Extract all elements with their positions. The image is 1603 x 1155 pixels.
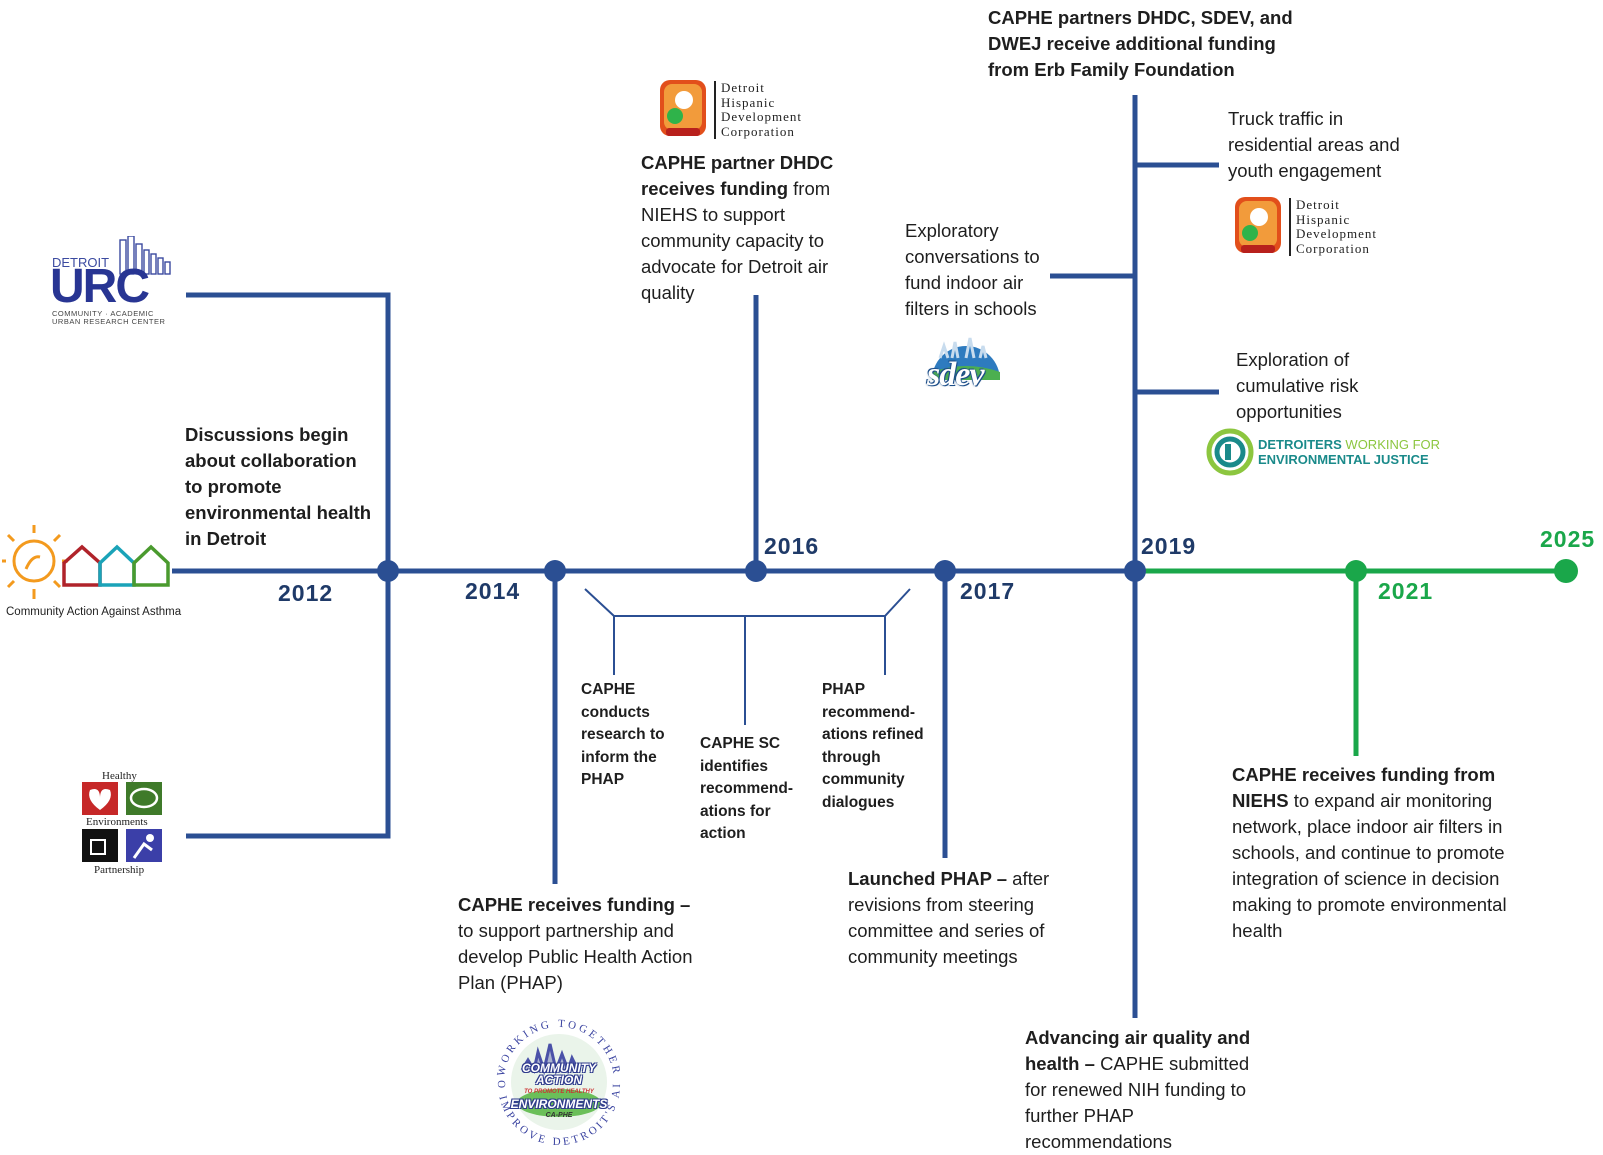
event-phap-refined: PHAP recommend-ations refined through co… [822,681,924,811]
skyline-icon [119,236,171,275]
year-2019: 2019 [1141,533,1197,559]
dot-2017 [934,560,956,582]
logo-sdev: sdev [922,328,1012,402]
event-cumulative: Exploration of cumulative risk opportuni… [1236,349,1359,422]
logo-detroit-urc: DETROIT URC COMMUNITY · ACADEMIC URBAN R… [50,236,176,328]
caphe-center-text: COMMUNITY ACTION TO PROMOTE HEALTHY ENVI… [510,1061,608,1119]
caaa-houses-icon [2,525,170,599]
dot-2016 [745,560,767,582]
logo-dwej: DETROITERS WORKING FOR ENVIRONMENTAL JUS… [1206,427,1440,483]
year-2017: 2017 [960,578,1016,604]
logo-hep: Healthy Environments Partnership [80,770,170,880]
event-caphe-funding: CAPHE receives funding – to support part… [458,894,693,993]
hep-icon [82,782,162,862]
event-research: CAPHE conducts research to inform the PH… [581,681,665,788]
year-2025: 2025 [1540,526,1596,552]
urc-top-label: DETROIT [52,255,110,270]
event-truck-traffic: Truck traffic in residential areas and y… [1228,108,1400,181]
event-dhdc-funding: CAPHE partner DHDC receives funding from… [641,152,834,303]
caphe-emblem-icon: WORKING TOGETHER TO IMPROVE DETROIT'S AI… [484,1008,620,1148]
dhdc-mask-icon [1235,197,1281,253]
dwej-d-icon [1206,428,1254,476]
event-discussions: Discussions begin about collaboration to… [185,424,372,549]
sdev-label: sdev [927,356,984,393]
event-launched-phap: Launched PHAP – after revisions from ste… [848,868,1050,967]
dot-2019 [1124,560,1146,582]
year-2016: 2016 [764,533,820,559]
event-sc-identifies: CAPHE SC identifies recommend-ations for… [700,735,794,842]
timeline-dots [377,559,1578,583]
event-exploratory: Exploratory conversations to fund indoor… [905,220,1040,319]
urc-main-label: URC [50,260,150,313]
caaa-label: Community Action Against Asthma [6,606,182,618]
logo-caaa: Community Action Against Asthma [2,525,181,625]
dhdc-mask-icon [660,80,706,136]
event-niehs-funding: CAPHE receives funding from NIEHS to exp… [1232,764,1507,941]
event-erb-funding: CAPHE partners DHDC, SDEV, and DWEJ rece… [988,7,1293,80]
year-2021: 2021 [1378,578,1434,604]
year-2012: 2012 [278,580,334,606]
hep-label-2: Environments [86,816,148,828]
hep-label-3: Partnership [94,864,145,876]
dot-2012 [377,560,399,582]
event-advancing: Advancing air quality and health – CAPHE… [1025,1027,1251,1152]
dot-2025 [1554,559,1578,583]
urc-sub2: URBAN RESEARCH CENTER [52,317,166,326]
logo-caphe: WORKING TOGETHER TO IMPROVE DETROIT'S AI… [484,1008,634,1154]
hep-label-1: Healthy [102,770,137,782]
dot-2014 [544,560,566,582]
dwej-text: DETROITERS WORKING FOR ENVIRONMENTAL JUS… [1258,437,1441,467]
sdev-emblem-icon [932,337,1000,380]
urc-sub1: COMMUNITY · ACADEMIC [52,309,154,318]
dot-2021 [1345,560,1367,582]
year-2014: 2014 [465,578,521,604]
